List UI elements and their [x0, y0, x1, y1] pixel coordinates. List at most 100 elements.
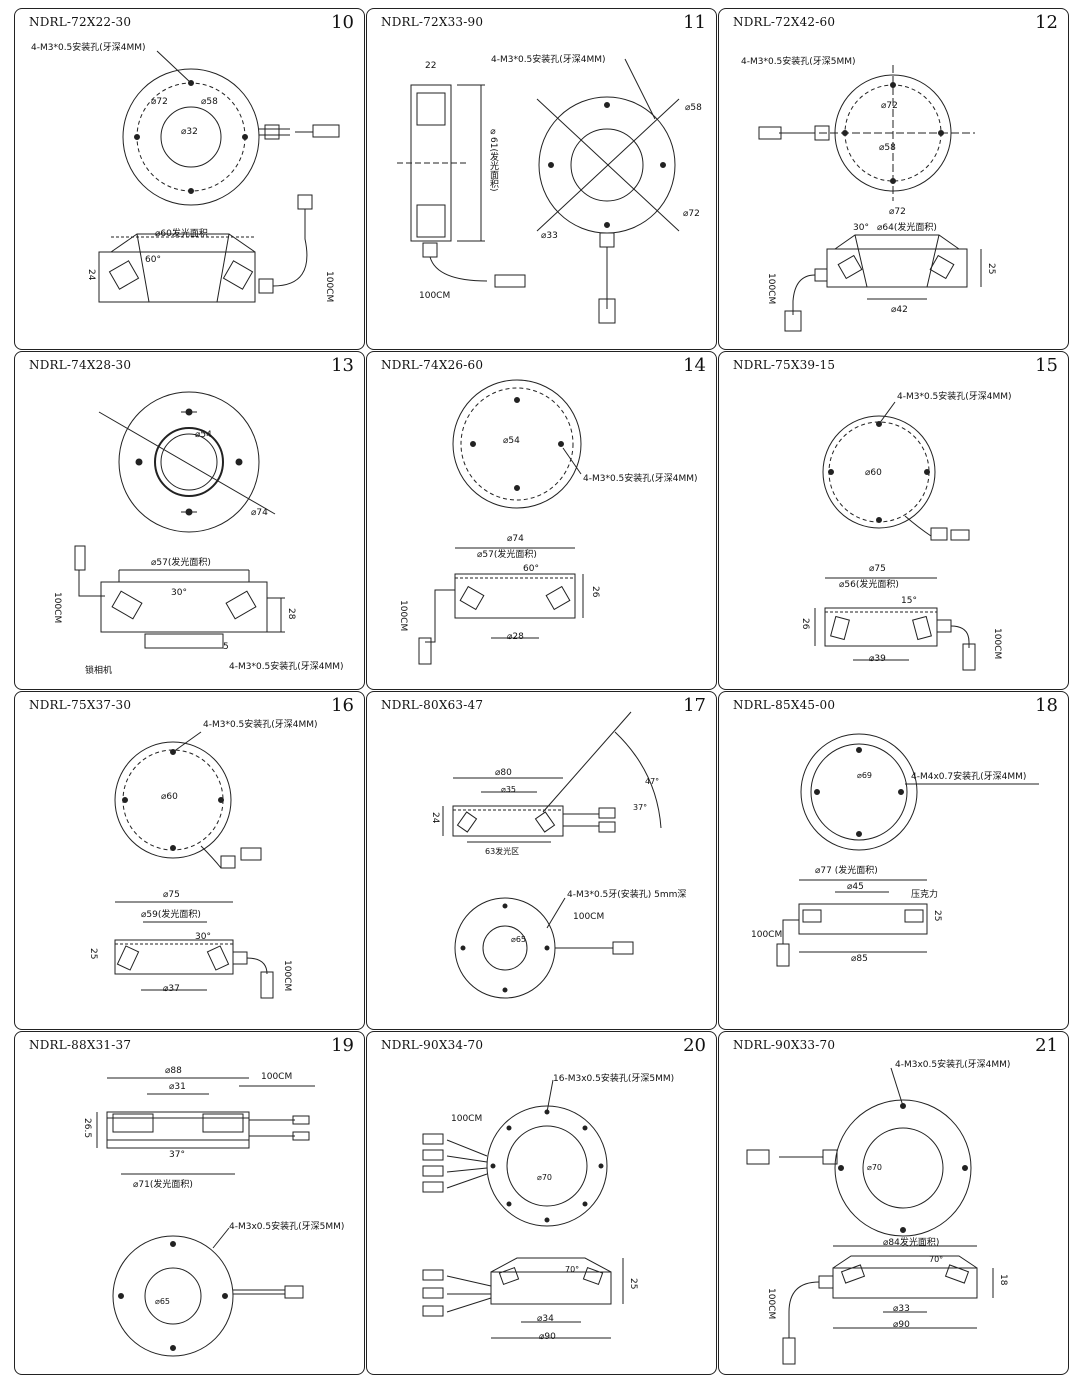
dim-d45: ⌀45 [847, 882, 864, 892]
dim-cable: 100CM [282, 960, 292, 992]
dim-d72: ⌀72 [683, 209, 700, 219]
dim-area: ⌀57(发光面积) [477, 550, 537, 560]
dim-height: 18 [998, 1274, 1008, 1286]
dim-d65: ⌀65 [511, 935, 526, 944]
panel-number: 11 [683, 12, 706, 33]
ring-side-view [814, 577, 976, 671]
panel-number: 10 [331, 12, 354, 33]
dim-height: 26 [800, 618, 810, 630]
dim-area: ⌀71(发光面积) [133, 1180, 193, 1190]
dim-angle: 15° [901, 596, 917, 606]
dim-cable: 100CM [419, 291, 451, 301]
hole-note: 4-M3*0.5安装孔(牙深4MM) [203, 720, 318, 730]
ring-top-view [822, 401, 970, 541]
dim-d28: ⌀28 [507, 632, 524, 642]
dim-cable: 100CM [398, 600, 408, 632]
dim-d58: ⌀58 [685, 103, 702, 113]
dim-cable: 100CM [573, 912, 605, 922]
panel-16: NDRL-75X37-30 16 4- [14, 691, 365, 1030]
dim-d70: ⌀70 [867, 1163, 882, 1172]
ring-side-view [422, 1257, 624, 1339]
panel-21: NDRL-90X33-70 21 [718, 1031, 1069, 1375]
drawing-10 [98, 50, 340, 303]
dim-height: 26 [590, 586, 600, 598]
dim-angle-37: 37° [633, 803, 648, 812]
dim-d58: ⌀58 [879, 143, 896, 153]
ring-top-view [758, 65, 975, 201]
panel-title: NDRL-74X26-60 [381, 358, 484, 372]
drawing-13 [74, 391, 285, 649]
panel-title: NDRL-88X31-37 [29, 1038, 132, 1052]
dim-height-2: 5 [223, 642, 229, 652]
ring-side-view [114, 901, 274, 999]
panel-18: NDRL-85X45-00 18 ⌀69 4-M4x0.7安装孔(牙深4MM) … [718, 691, 1069, 1030]
dim-d54: ⌀54 [503, 436, 520, 446]
dim-angle: 30° [171, 588, 187, 598]
dim-cable: 100CM [766, 273, 776, 305]
hole-note: 4-M3*0.5安装孔(牙深4MM) [583, 474, 698, 484]
dim-height: 24 [430, 812, 440, 824]
dim-area: ⌀84发光面积) [883, 1238, 940, 1248]
panel-15: NDRL-75X39-15 15 4- [718, 351, 1069, 690]
drawing-18 [776, 733, 1039, 967]
dim-cable: 100CM [52, 592, 62, 624]
drawing-17 [442, 711, 662, 999]
dim-area: ⌀57(发光面积) [151, 558, 211, 568]
panel-17: NDRL-80X63-47 17 [366, 691, 717, 1030]
dim-d74: ⌀74 [251, 508, 268, 518]
dim-d80: ⌀80 [495, 768, 512, 778]
dim-area: ⌀61(发光面积) [488, 127, 498, 192]
hole-note: 4-M3*0.5安装孔(牙深5MM) [741, 57, 856, 67]
dim-d31: ⌀31 [169, 1082, 186, 1092]
dim-angle-47: 47° [645, 777, 660, 786]
zone-label: 63发光区 [485, 847, 520, 856]
dim-d70: ⌀70 [537, 1173, 552, 1182]
panel-14: NDRL-74X26-60 14 ⌀54 4-M3*0.5安装孔(牙深4MM) [366, 351, 717, 690]
dim-height: 25 [88, 948, 98, 960]
dim-d75: ⌀75 [869, 564, 886, 574]
dim-angle: 60° [145, 255, 161, 265]
ring-section-view [397, 84, 526, 288]
acrylic-note: 压克力 [911, 890, 939, 900]
dim-d60: ⌀60 [865, 468, 882, 478]
dim-angle: 30° [853, 223, 869, 233]
dim-area: ⌀59(发光面积) [141, 910, 201, 920]
ring-side-view [784, 234, 982, 332]
ring-top-view [98, 391, 276, 533]
dim-d39: ⌀39 [869, 654, 886, 664]
ring-side-view [776, 879, 928, 967]
panel-10: NDRL-72X22-30 10 [14, 8, 365, 350]
dim-width: 22 [425, 61, 437, 71]
drawing-11 [397, 58, 680, 324]
ring-top-view [536, 58, 680, 324]
dim-d90: ⌀90 [893, 1320, 910, 1330]
dim-area: ⌀77 (发光面积) [815, 866, 878, 876]
panel-title: NDRL-90X33-70 [733, 1038, 836, 1052]
drawing-20 [422, 1079, 624, 1339]
lock-camera-note: 锁相机 [85, 666, 113, 676]
dim-cable: 100CM [324, 271, 334, 303]
hole-note: 4-M3x0.5安装孔(牙深4MM) [895, 1060, 1011, 1070]
dim-d37: ⌀37 [163, 984, 180, 994]
dim-d34: ⌀34 [537, 1314, 554, 1324]
dim-d33: ⌀33 [541, 231, 558, 241]
dim-d54: ⌀54 [195, 430, 212, 440]
dim-angle: 60° [523, 564, 539, 574]
dim-cable: 100CM [261, 1072, 293, 1082]
panel-title: NDRL-80X63-47 [381, 698, 484, 712]
hole-note: 4-M3*0.5安装孔(牙深4MM) [229, 662, 344, 672]
panel-title: NDRL-90X34-70 [381, 1038, 484, 1052]
hole-note: 4-M3*0.5牙(安装孔) 5mm深 [567, 890, 687, 900]
ring-top-view [422, 1079, 608, 1227]
dim-d74: ⌀74 [507, 534, 524, 544]
panel-title: NDRL-74X28-30 [29, 358, 132, 372]
dim-d90: ⌀90 [539, 1332, 556, 1342]
dim-d72: ⌀72 [881, 101, 898, 111]
panel-number: 20 [683, 1035, 706, 1056]
dim-height: 25 [628, 1278, 638, 1290]
ring-top-view [112, 1227, 304, 1357]
dim-d75: ⌀75 [163, 890, 180, 900]
hole-note: 4-M3x0.5安装孔(牙深5MM) [229, 1222, 345, 1232]
panel-title: NDRL-75X39-15 [733, 358, 836, 372]
panel-number: 21 [1035, 1035, 1058, 1056]
